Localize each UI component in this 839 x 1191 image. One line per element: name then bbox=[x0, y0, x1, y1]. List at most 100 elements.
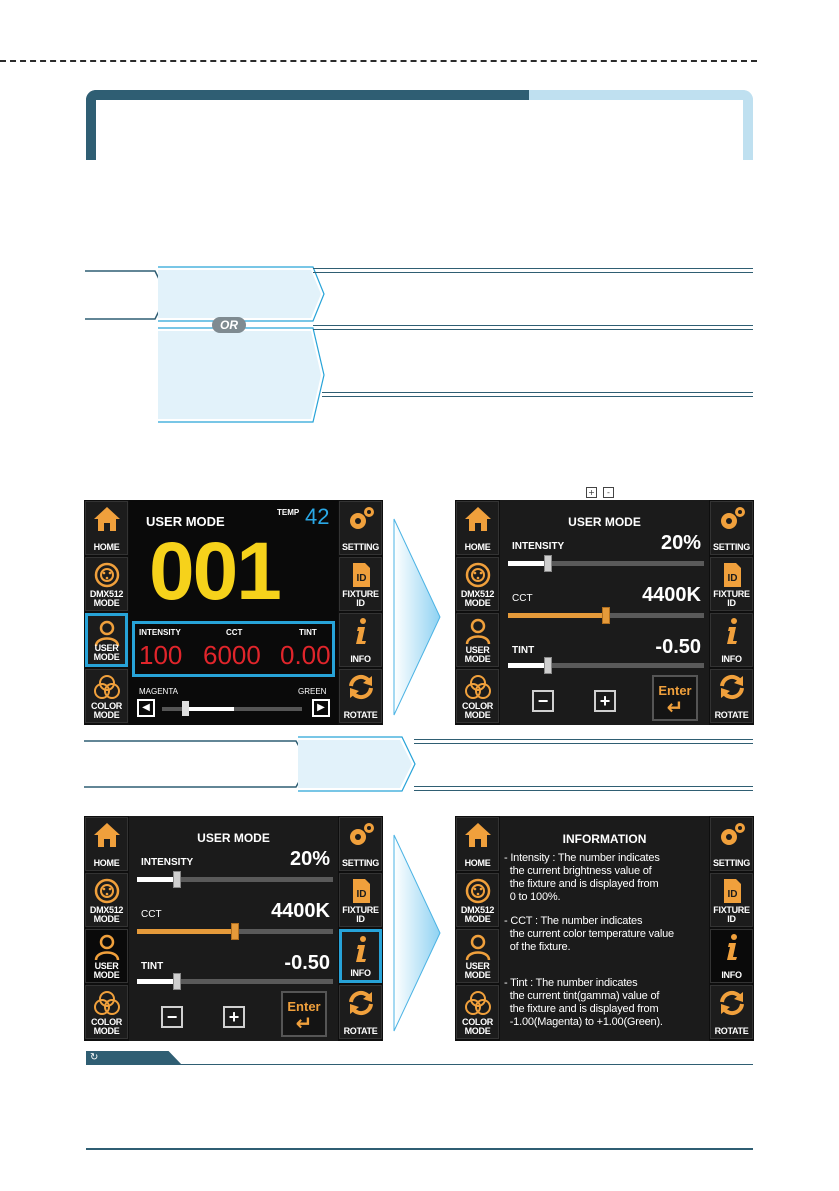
nav-rotate-button[interactable]: ROTATE bbox=[710, 669, 753, 723]
minus-button[interactable]: − bbox=[532, 690, 554, 712]
transition-arrow bbox=[393, 518, 441, 716]
gear-icon bbox=[720, 823, 745, 845]
intensity-value: 100 bbox=[139, 640, 183, 670]
tint-value: 0.00 bbox=[280, 640, 331, 670]
top-dashed-line bbox=[0, 60, 757, 62]
intensity-slider-track[interactable] bbox=[508, 561, 704, 566]
or-badge: OR bbox=[212, 317, 246, 333]
intensity-label: INTENSITY bbox=[141, 857, 194, 868]
color-circles-icon bbox=[464, 991, 491, 1015]
nav-rotate-button[interactable]: ROTATE bbox=[710, 985, 753, 1039]
fixture-number: 001 bbox=[149, 526, 282, 617]
tint-slider-knob[interactable] bbox=[544, 657, 552, 674]
tint-slider-track[interactable] bbox=[508, 663, 704, 668]
cct-slider-knob[interactable] bbox=[602, 607, 610, 624]
nav-info-button[interactable]: INFO bbox=[339, 929, 382, 983]
dmx-connector-icon bbox=[465, 878, 490, 904]
tint-left-arrow-button[interactable]: ◀ bbox=[137, 699, 155, 717]
nav-rotate-button[interactable]: ROTATE bbox=[339, 669, 382, 723]
rotate-icon bbox=[348, 674, 373, 700]
nav-home-button[interactable]: HOME bbox=[456, 817, 499, 871]
minus-button[interactable]: − bbox=[161, 1006, 183, 1028]
enter-button[interactable]: Enter ↵ bbox=[652, 675, 698, 721]
nav-setting-button[interactable]: SETTING bbox=[339, 817, 382, 871]
rule-line bbox=[414, 739, 753, 744]
nav-home-button[interactable]: HOME bbox=[85, 501, 128, 555]
nav-info-button[interactable]: INFO bbox=[710, 613, 753, 667]
tint-slider-knob[interactable] bbox=[173, 973, 181, 990]
enter-arrow-icon: ↵ bbox=[666, 695, 684, 719]
user-icon bbox=[94, 934, 119, 961]
temp-value: 42 bbox=[305, 504, 330, 529]
information-text: - Intensity : The number indicates the c… bbox=[504, 852, 709, 1029]
tint-right-arrow-button[interactable]: ▶ bbox=[312, 699, 330, 717]
rotate-icon bbox=[348, 990, 373, 1016]
cct-value: 6000 bbox=[203, 640, 261, 670]
nav-home-button[interactable]: HOME bbox=[456, 501, 499, 555]
dmx-connector-icon bbox=[94, 562, 119, 588]
screen-content: USER MODE INTENSITY 20% CCT 4400K TINT -… bbox=[129, 816, 338, 1041]
info-icon bbox=[726, 934, 737, 960]
rotate-icon bbox=[719, 990, 744, 1016]
info-line: - Tint : The number indicates bbox=[504, 977, 638, 989]
intensity-slider-track[interactable] bbox=[137, 877, 333, 882]
tint-slider-knob[interactable] bbox=[182, 701, 189, 716]
nav-setting-button[interactable]: SETTING bbox=[710, 501, 753, 555]
plus-button[interactable]: + bbox=[594, 690, 616, 712]
enter-button[interactable]: Enter ↵ bbox=[281, 991, 327, 1037]
tint-slider-track[interactable] bbox=[137, 979, 333, 984]
enter-arrow-icon: ↵ bbox=[295, 1011, 313, 1035]
step-flow-diagram bbox=[85, 266, 325, 423]
nav-setting-button[interactable]: SETTING bbox=[339, 501, 382, 555]
nav-setting-button[interactable]: SETTING bbox=[710, 817, 753, 871]
nav-info-button[interactable]: INFO bbox=[710, 929, 753, 983]
color-circles-icon bbox=[464, 675, 491, 699]
intensity-slider-knob[interactable] bbox=[544, 555, 552, 572]
tint-label: TINT bbox=[141, 961, 164, 972]
values-highlight-box: INTENSITY CCT TINT 100 6000 0.00 bbox=[132, 621, 335, 677]
transition-arrow bbox=[393, 834, 441, 1032]
user-icon bbox=[465, 934, 490, 961]
nav-info-button[interactable]: INFO bbox=[339, 613, 382, 667]
nav-rotate-button[interactable]: ROTATE bbox=[339, 985, 382, 1039]
gear-icon bbox=[349, 823, 374, 845]
intensity-value: 20% bbox=[660, 532, 701, 554]
screen-content: USER MODE TEMP 42 001 INTENSITY CCT TINT… bbox=[129, 500, 338, 725]
cct-slider-knob[interactable] bbox=[231, 923, 239, 940]
magenta-label: MAGENTA bbox=[139, 687, 178, 696]
screen-title: USER MODE bbox=[197, 831, 270, 845]
cct-slider-fill bbox=[508, 613, 606, 618]
id-card-icon: ID bbox=[352, 563, 370, 587]
svg-text:ID: ID bbox=[356, 573, 366, 584]
info-line: 0 to 100%. bbox=[504, 891, 561, 903]
plus-button[interactable]: + bbox=[223, 1006, 245, 1028]
intensity-label: INTENSITY bbox=[512, 541, 565, 552]
section-header-frame bbox=[86, 90, 753, 160]
color-circles-icon bbox=[93, 675, 120, 699]
nav-home-button[interactable]: HOME bbox=[85, 817, 128, 871]
gear-icon bbox=[349, 507, 374, 529]
info-line: the current color temperature value bbox=[504, 928, 674, 940]
intensity-slider-knob[interactable] bbox=[173, 871, 181, 888]
tiny-button-icons: +- bbox=[586, 482, 620, 498]
home-icon bbox=[93, 507, 120, 531]
information-title: INFORMATION bbox=[562, 832, 647, 846]
